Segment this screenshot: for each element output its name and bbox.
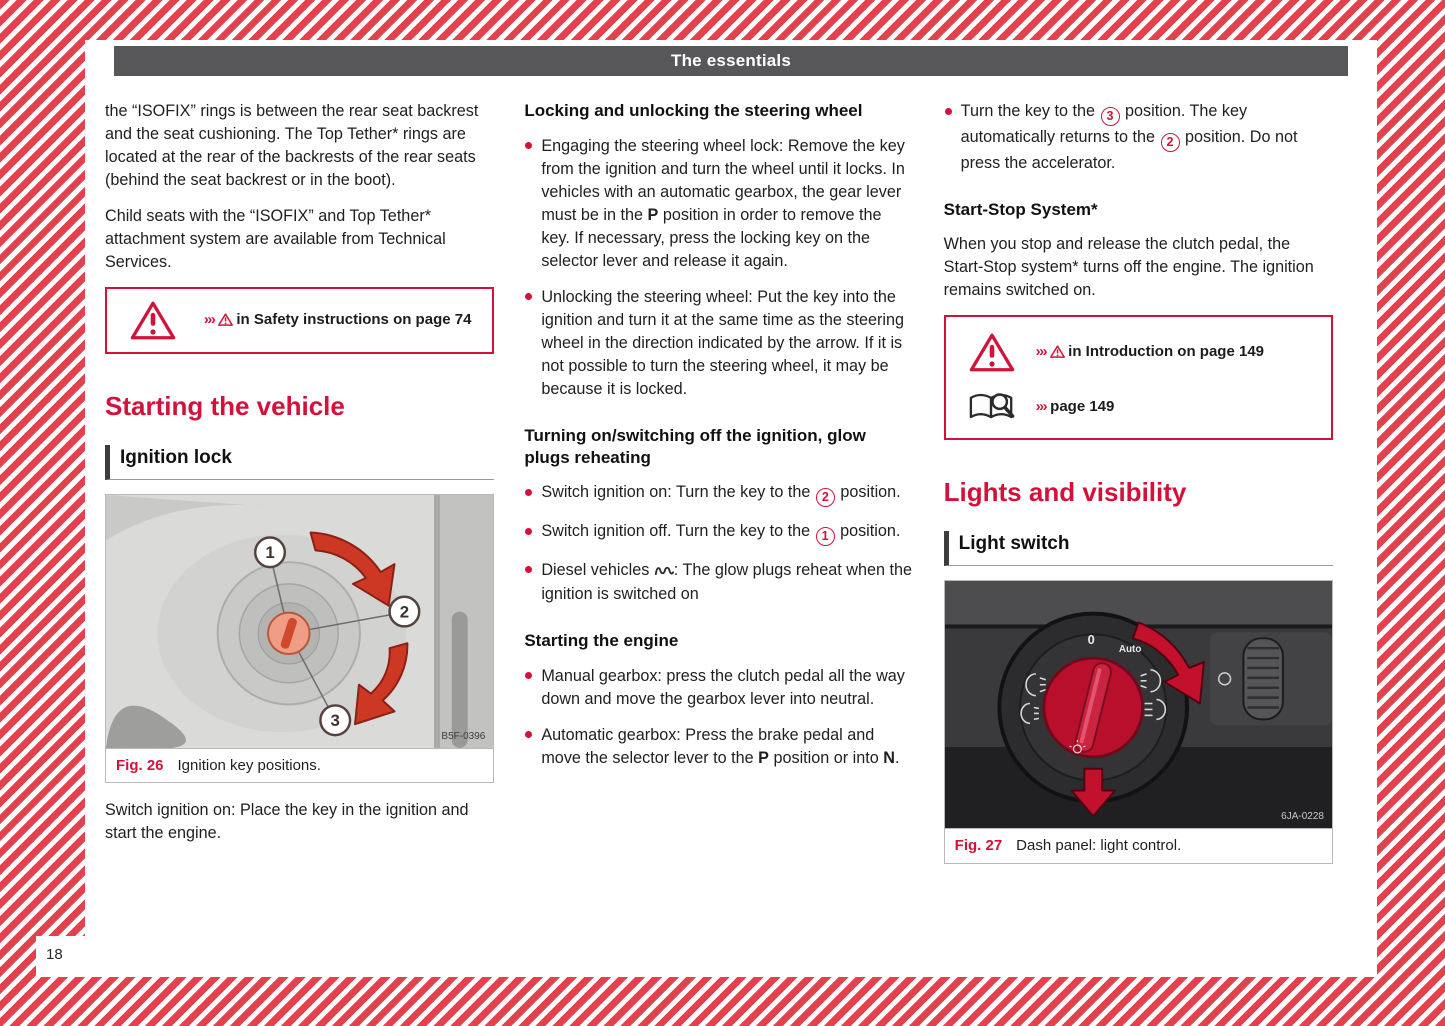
cross-ref-chevrons: ››› bbox=[1035, 398, 1048, 416]
book-magnifier-graphic bbox=[969, 393, 1015, 419]
figure-code: 6JA-0228 bbox=[1281, 811, 1324, 823]
paragraph-start-stop: When you stop and release the clutch ped… bbox=[943, 235, 1314, 300]
light-switch-graphic: 0 Auto bbox=[944, 581, 1332, 829]
manual-page-sheet: The essentials the “ISOFIX” rings is bet… bbox=[85, 40, 1377, 977]
key-position-2-marker bbox=[388, 595, 421, 628]
heading-start-stop: Start-Stop System* bbox=[943, 199, 1098, 219]
bold-term: N bbox=[883, 748, 895, 767]
heading-locking-steering: Locking and unlocking the steering wheel bbox=[524, 101, 863, 120]
position-auto-label: Auto bbox=[1119, 644, 1141, 655]
list-item: Engaging the steering wheel lock: Remove… bbox=[524, 135, 913, 273]
section-heading-starting-vehicle: Starting the vehicle bbox=[105, 391, 345, 421]
turn-arrow-return bbox=[354, 642, 409, 726]
list-item: Switch ignition off. Turn the key to the… bbox=[524, 520, 913, 546]
key-slot bbox=[280, 617, 297, 649]
key-position-2-badge: 2 bbox=[815, 488, 835, 507]
warning-label: in Introduction on page 149 bbox=[1068, 343, 1264, 361]
subheading-ignition-lock: Ignition lock bbox=[105, 444, 495, 480]
bullet-list-steering: Engaging the steering wheel lock: Remove… bbox=[524, 135, 913, 401]
cross-ref-chevrons: ››› bbox=[203, 310, 216, 328]
warning-row: ››› in Introduction on page 149 bbox=[960, 332, 1317, 373]
bullet-list-engine: Manual gearbox: press the clutch pedal a… bbox=[524, 665, 913, 770]
svg-text:2: 2 bbox=[400, 602, 409, 621]
interior-light-icon bbox=[1068, 740, 1086, 754]
turn-arrow-clockwise bbox=[309, 531, 396, 607]
warning-triangle-icon bbox=[121, 300, 185, 341]
figure-27-image: 0 Auto bbox=[944, 581, 1332, 829]
page-title: The essentials bbox=[671, 51, 791, 70]
key-position-1-badge: 1 bbox=[815, 526, 835, 546]
key-position-3-marker bbox=[319, 704, 352, 737]
section-heading-lights: Lights and visibility bbox=[943, 477, 1187, 508]
column-middle: Locking and unlocking the steering wheel… bbox=[524, 100, 913, 880]
warning-text: ››› in Introduction on page 149 bbox=[1036, 341, 1264, 364]
bold-term: P bbox=[647, 205, 659, 224]
rotate-arrow bbox=[1131, 621, 1205, 705]
column-right: Turn the key to the 3 position. The key … bbox=[943, 100, 1333, 880]
warning-icon-small bbox=[218, 311, 234, 332]
book-magnifier-icon bbox=[960, 390, 1024, 423]
safety-warning-box: ››› in Safety instructions on page 74 bbox=[105, 287, 495, 354]
bold-term: P bbox=[758, 748, 769, 767]
subheading-light-switch: Light switch bbox=[943, 531, 1333, 567]
warning-text: ››› in Safety instructions on page 74 bbox=[197, 309, 478, 332]
rear-fog-icon bbox=[1019, 702, 1039, 725]
column-left: the “ISOFIX” rings is between the rear s… bbox=[105, 100, 495, 880]
bullet-list-ignition: Switch ignition on: Turn the key to the … bbox=[524, 481, 913, 606]
list-item: Automatic gearbox: Press the brake pedal… bbox=[524, 724, 913, 770]
warning-icon-small bbox=[1050, 343, 1066, 364]
figure-code: B5F-0396 bbox=[441, 730, 486, 742]
list-item: Manual gearbox: press the clutch pedal a… bbox=[524, 665, 913, 711]
figure-27-caption: Fig. 27 Dash panel: light control. bbox=[944, 828, 1332, 863]
headlight-icon bbox=[1144, 698, 1166, 721]
warning-label: in Safety instructions on page 74 bbox=[236, 310, 472, 328]
list-item: Unlocking the steering wheel: Put the ke… bbox=[524, 286, 913, 401]
reference-label: page 149 bbox=[1050, 398, 1115, 416]
key-position-2-badge: 2 bbox=[1160, 132, 1180, 152]
side-light-icon bbox=[1140, 669, 1161, 693]
figure-caption-text: Dash panel: light control. bbox=[1016, 837, 1182, 855]
page-number-box: 18 bbox=[36, 936, 86, 977]
heading-starting-engine: Starting the engine bbox=[524, 630, 679, 650]
paragraph-switch-ignition: Switch ignition on: Place the key in the… bbox=[105, 801, 469, 843]
list-item: Diesel vehicles : The glow plugs reheat … bbox=[524, 559, 913, 606]
range-control-icon bbox=[1217, 672, 1231, 686]
cross-ref-chevrons: ››› bbox=[1035, 343, 1048, 361]
warning-triangle-graphic bbox=[969, 333, 1014, 372]
figure-26-image: 1 2 3 B5F-0396 bbox=[106, 494, 494, 748]
figure-label: Fig. 27 bbox=[954, 837, 1003, 855]
heading-ignition-glow: Turning on/switching off the ignition, g… bbox=[524, 425, 866, 467]
paragraph-child-seats: Child seats with the “ISOFIX” and Top Te… bbox=[105, 207, 446, 271]
figure-27: 0 Auto bbox=[943, 580, 1333, 864]
bullet-list-key-turn: Turn the key to the 3 position. The key … bbox=[944, 100, 1333, 175]
reference-row: ›››page 149 bbox=[960, 390, 1317, 423]
list-item: Switch ignition on: Turn the key to the … bbox=[524, 481, 913, 507]
paragraph-isofix: the “ISOFIX” rings is between the rear s… bbox=[105, 102, 479, 189]
svg-text:1: 1 bbox=[265, 543, 274, 562]
warning-triangle-graphic bbox=[130, 301, 176, 340]
key-position-3-badge: 3 bbox=[1100, 106, 1120, 126]
position-off-label: 0 bbox=[1087, 632, 1094, 647]
pull-down-arrow bbox=[1070, 767, 1116, 818]
page-header-bar: The essentials bbox=[114, 46, 1348, 76]
svg-text:3: 3 bbox=[331, 711, 340, 730]
reference-text: ›››page 149 bbox=[1036, 396, 1115, 417]
glow-plug-icon bbox=[654, 560, 674, 583]
figure-caption-text: Ignition key positions. bbox=[177, 756, 321, 774]
front-fog-icon bbox=[1024, 673, 1046, 697]
figure-label: Fig. 26 bbox=[116, 756, 164, 774]
list-item: Turn the key to the 3 position. The key … bbox=[944, 100, 1333, 175]
figure-26-caption: Fig. 26 Ignition key positions. bbox=[106, 747, 494, 783]
intro-warning-box: ›››in Introduction on page 149 ›››page 1 bbox=[943, 315, 1333, 441]
three-column-layout: the “ISOFIX” rings is between the rear s… bbox=[101, 76, 1361, 880]
figure-26: 1 2 3 B5F-0396 Fig. 26 Ignition key posi… bbox=[105, 493, 495, 784]
key-position-1-marker bbox=[253, 536, 287, 569]
page-number: 18 bbox=[46, 946, 63, 963]
ignition-lock-graphic: 1 2 3 bbox=[106, 494, 494, 748]
warning-triangle-icon bbox=[960, 332, 1024, 373]
